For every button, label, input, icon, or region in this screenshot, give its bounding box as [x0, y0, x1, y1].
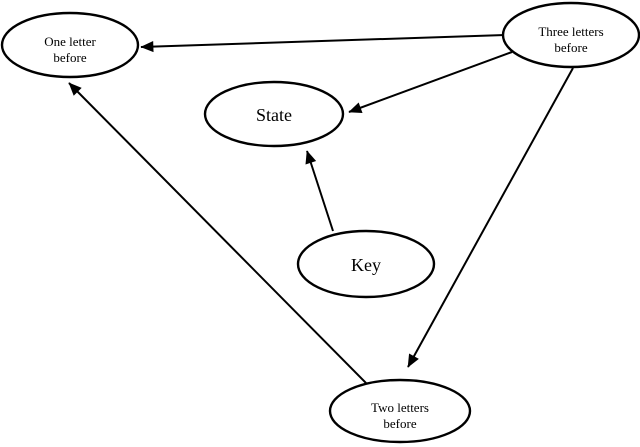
key-ellipse — [296, 229, 436, 299]
two-letters-before-label-line2: before — [383, 416, 416, 431]
node-key: Key — [296, 229, 436, 299]
key-label: Key — [351, 255, 381, 275]
three-letters-before-label-line2: before — [554, 40, 587, 55]
edge-key-to-state — [305, 150, 334, 232]
edge-two-letters-to-one-letter — [68, 82, 367, 384]
one-letter-before-label-line1: One letter — [44, 34, 96, 49]
edge-three-letters-to-one-letter — [140, 34, 506, 53]
node-state: State — [203, 80, 345, 148]
three-letters-before-label-line1: Three letters — [538, 24, 603, 39]
three-letters-before-ellipse — [501, 1, 640, 69]
one-letter-before-ellipse — [0, 11, 140, 79]
node-two-letters-before: Two letters before — [328, 378, 472, 444]
state-ellipse — [203, 80, 345, 148]
node-three-letters-before: Three letters before — [501, 1, 640, 69]
two-letters-before-label-line1: Two letters — [371, 400, 429, 415]
two-letters-before-ellipse — [328, 378, 472, 444]
edge-three-letters-to-two-letters — [407, 67, 574, 368]
node-one-letter-before: One letter before — [0, 11, 140, 79]
edge-three-letters-to-state — [348, 51, 513, 113]
one-letter-before-label-line2: before — [53, 50, 86, 65]
state-label: State — [256, 105, 292, 125]
